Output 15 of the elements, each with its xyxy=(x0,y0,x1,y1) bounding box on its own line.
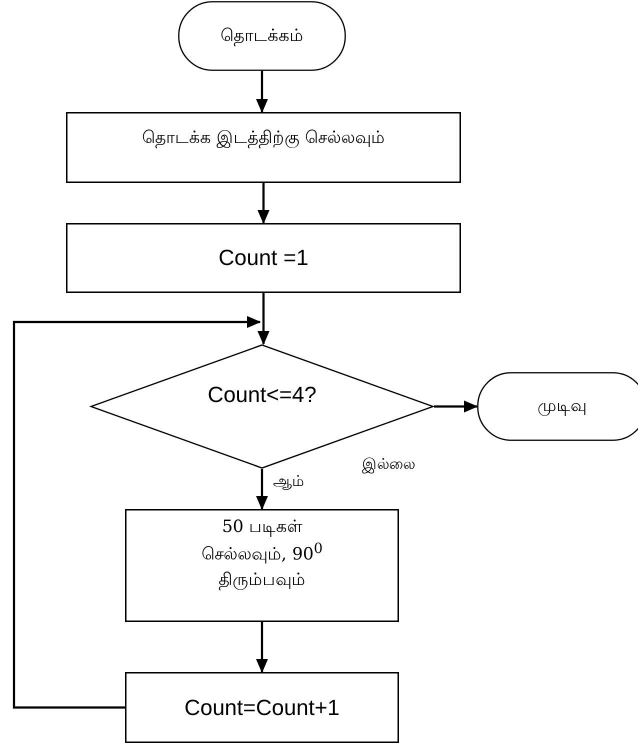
terminal-shape: முடிவு xyxy=(477,372,638,441)
edge-label: இல்லை xyxy=(360,455,417,475)
process-box: 50 படிகள் செல்லவும், 90$^{0}$ திரும்பவும் xyxy=(125,509,399,622)
arrow xyxy=(434,400,478,412)
process-box: Count =1 xyxy=(66,223,461,293)
arrow xyxy=(258,183,270,224)
edge-label: ஆம் xyxy=(271,472,306,492)
arrow xyxy=(258,293,270,345)
arrow xyxy=(12,316,261,709)
arrow xyxy=(256,622,268,673)
arrow xyxy=(256,469,268,510)
terminal-shape: தொடக்கம் xyxy=(178,1,346,71)
arrow xyxy=(256,71,268,113)
process-box: Count=Count+1 xyxy=(125,672,399,743)
process-box: தொடக்க இடத்திற்கு செல்லவும் xyxy=(66,112,461,183)
